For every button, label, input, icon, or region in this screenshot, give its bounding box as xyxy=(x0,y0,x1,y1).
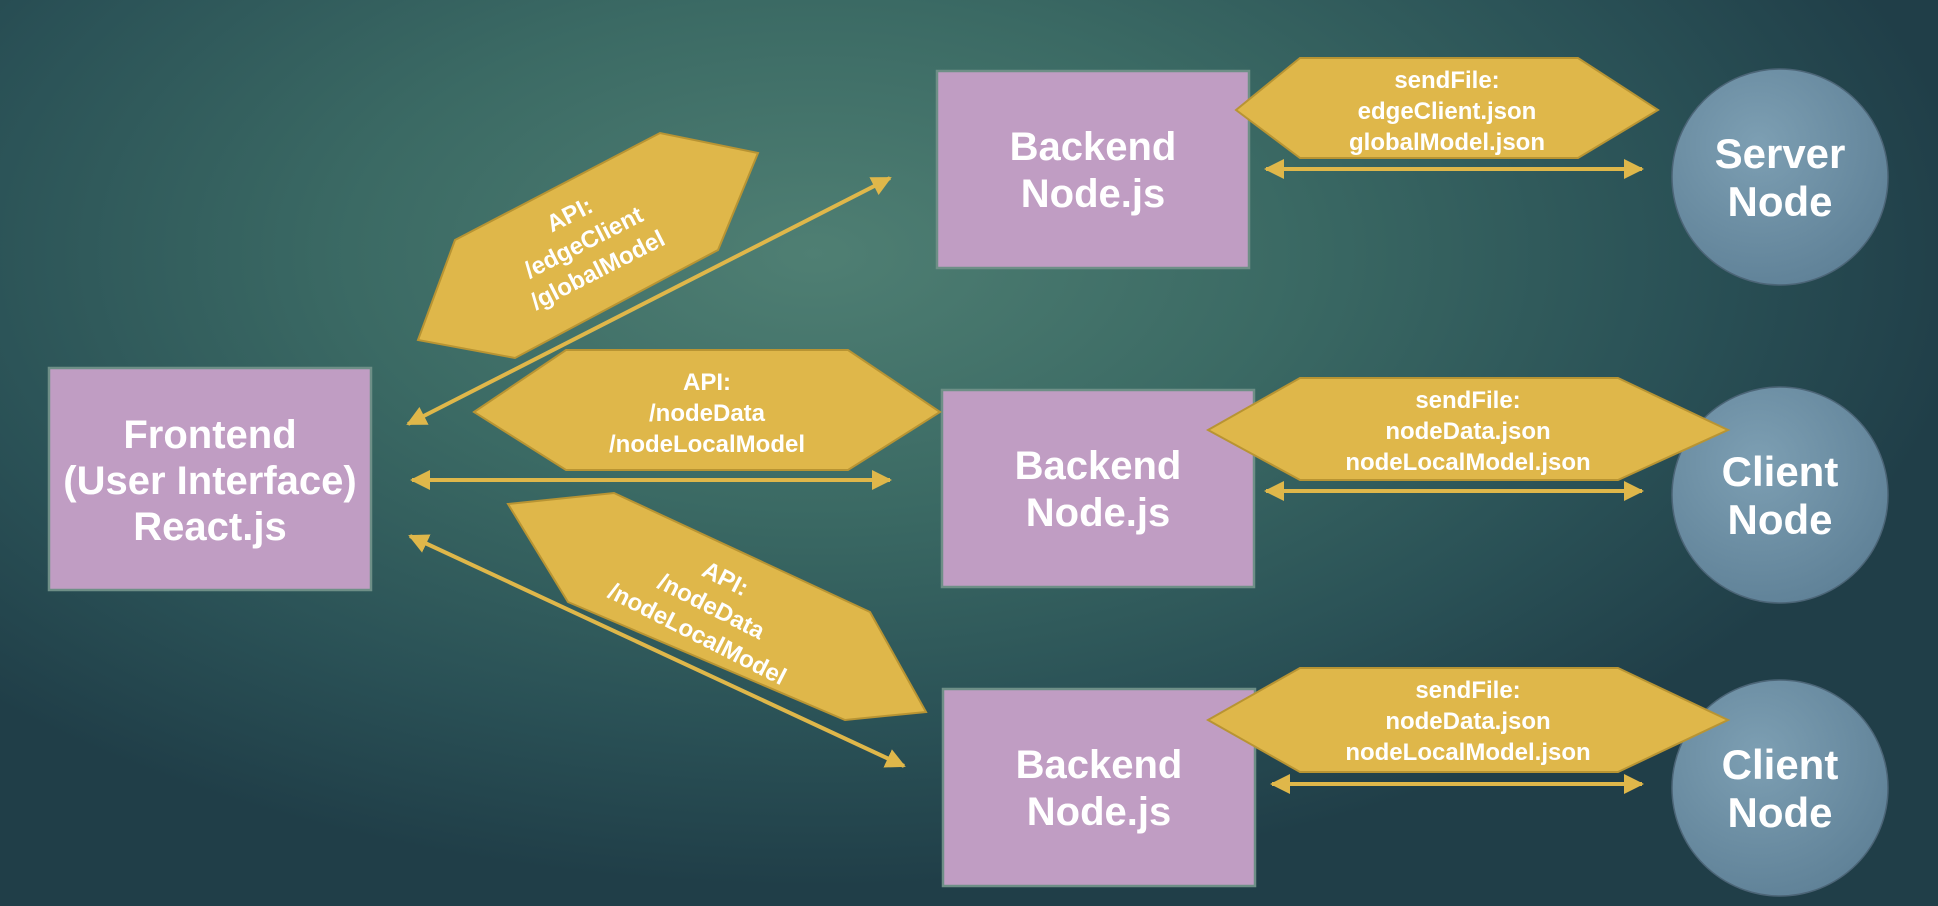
arrow-frontend-backend-3 xyxy=(408,534,906,768)
backend-1-label-line-1: Backend xyxy=(1010,125,1177,169)
sendfile-1-line-1: sendFile: xyxy=(1394,67,1499,94)
sendfile-1-line-2: edgeClient.json xyxy=(1358,98,1537,125)
arrow-frontend-backend-1 xyxy=(406,176,892,426)
backend-box-1: Backend Node.js xyxy=(935,69,1251,270)
sendfile-label-1: sendFile: edgeClient.json globalModel.js… xyxy=(1234,57,1660,159)
api-label-3: API: /nodeData /nodeLocalModel xyxy=(506,491,928,722)
server-node-label-line-1: Server xyxy=(1715,130,1846,177)
backend-box-3: Backend Node.js xyxy=(941,687,1257,888)
sendfile-label-3: sendFile: nodeData.json nodeLocalModel.j… xyxy=(1205,667,1731,773)
server-node-circle: Server Node xyxy=(1671,68,1889,286)
client-node-2-label-line-2: Node xyxy=(1728,789,1833,836)
client-node-circle-2: Client Node xyxy=(1671,679,1889,897)
frontend-label-line-1: Frontend xyxy=(123,413,296,457)
api-label-2: API: /nodeData /nodeLocalModel xyxy=(472,349,942,471)
backend-3-label-line-2: Node.js xyxy=(1027,790,1171,834)
server-node-label-line-2: Node xyxy=(1728,178,1833,225)
frontend-label-line-3: React.js xyxy=(133,505,286,549)
backend-2-label-line-2: Node.js xyxy=(1026,491,1170,535)
sendfile-3-line-1: sendFile: xyxy=(1415,677,1520,704)
sendfile-1-line-3: globalModel.json xyxy=(1349,129,1545,156)
api-label-1: API: /edgeClient /globalModel xyxy=(416,131,760,360)
sendfile-label-2: sendFile: nodeData.json nodeLocalModel.j… xyxy=(1205,377,1731,481)
client-node-circle-1: Client Node xyxy=(1671,386,1889,604)
sendfile-2-line-1: sendFile: xyxy=(1415,387,1520,414)
backend-1-label-line-2: Node.js xyxy=(1021,172,1165,216)
backend-3-label-line-1: Backend xyxy=(1016,743,1183,787)
sendfile-2-line-2: nodeData.json xyxy=(1385,418,1550,445)
client-node-1-label-line-1: Client xyxy=(1722,448,1839,495)
api-2-line-3: /nodeLocalModel xyxy=(609,431,805,458)
sendfile-3-line-2: nodeData.json xyxy=(1385,708,1550,735)
client-node-1-label-line-2: Node xyxy=(1728,496,1833,543)
api-2-line-2: /nodeData xyxy=(649,400,766,427)
frontend-label-line-2: (User Interface) xyxy=(63,459,356,503)
client-node-2-label-line-1: Client xyxy=(1722,741,1839,788)
sendfile-2-line-3: nodeLocalModel.json xyxy=(1345,449,1590,476)
sendfile-3-line-3: nodeLocalModel.json xyxy=(1345,739,1590,766)
backend-2-label-line-1: Backend xyxy=(1015,444,1182,488)
api-2-line-1: API: xyxy=(683,369,731,396)
backend-box-2: Backend Node.js xyxy=(940,388,1256,589)
frontend-box: Frontend (User Interface) React.js xyxy=(47,366,373,592)
